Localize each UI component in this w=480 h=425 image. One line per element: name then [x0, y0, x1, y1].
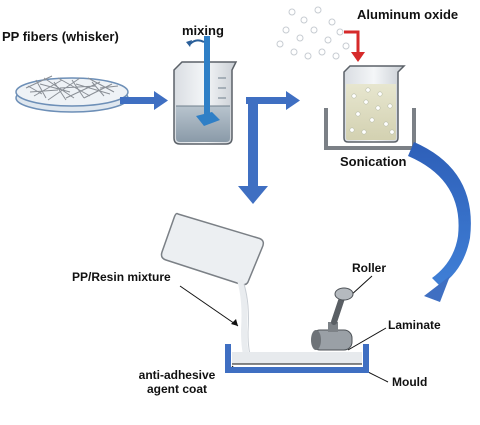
- fiber-whiskers-icon: [25, 75, 119, 101]
- roller-icon: [311, 287, 354, 351]
- flow-arrow-down: [238, 104, 268, 204]
- pointer-resin-head: [231, 319, 238, 326]
- pointer-laminate: [347, 327, 387, 351]
- label-mixing: mixing: [182, 23, 224, 38]
- alumina-particles-icon: [276, 6, 350, 60]
- label-roller: Roller: [352, 261, 387, 275]
- flow-arrow-2: [246, 91, 300, 110]
- mixing-beaker-icon: [173, 36, 238, 145]
- label-anti-adhesive-line1: anti-adhesive: [138, 368, 216, 382]
- label-anti-adhesive-line2: agent coat: [146, 381, 207, 396]
- mould-tray-icon: [225, 344, 369, 373]
- pouring-beaker-icon: [160, 212, 265, 362]
- label-pp-resin-mixture: PP/Resin mixture: [72, 270, 171, 284]
- pointer-resin: [179, 285, 239, 327]
- label-sonication: Sonication: [340, 154, 407, 169]
- label-mould: Mould: [392, 375, 428, 389]
- petri-dish-icon: [15, 75, 129, 113]
- label-aluminum-oxide: Aluminum oxide: [357, 7, 459, 22]
- label-anti-adhesive: anti-adhesive agent coat: [118, 368, 236, 397]
- flow-arrow-curved: [408, 142, 471, 302]
- red-arrow-icon: [344, 30, 365, 62]
- pointer-roller: [349, 275, 373, 297]
- label-laminate: Laminate: [388, 318, 441, 332]
- flow-arrow-1: [120, 91, 168, 110]
- sonication-beaker-icon: [324, 65, 416, 150]
- label-pp-fibers: PP fibers (whisker): [2, 29, 119, 44]
